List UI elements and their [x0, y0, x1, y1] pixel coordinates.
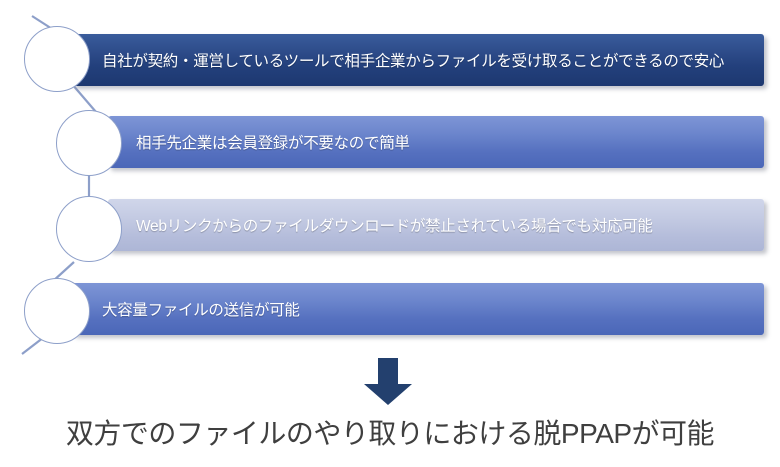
step-bar-1[interactable]: 自社が契約・運営しているツールで相手企業からファイルを受け取ることができるので安… — [72, 34, 764, 86]
step-circle-1[interactable] — [24, 26, 90, 92]
step-label-1: 自社が契約・運営しているツールで相手企業からファイルを受け取ることができるので安… — [102, 53, 725, 70]
step-label-2: 相手先企業は会員登録が不要なので簡単 — [136, 135, 410, 152]
down-arrow-shape — [364, 358, 412, 405]
step-circle-4[interactable] — [24, 278, 90, 344]
conclusion-text: 双方でのファイルのやり取りにおける脱PPAPが可能 — [65, 418, 715, 449]
step-circle-3[interactable] — [56, 196, 122, 262]
step-bar-4[interactable]: 大容量ファイルの送信が可能 — [72, 283, 764, 335]
step-bar-2[interactable]: 相手先企業は会員登録が不要なので簡単 — [108, 116, 764, 168]
down-arrow-icon — [364, 358, 412, 405]
step-bar-3[interactable]: Webリンクからのファイルダウンロードが禁止されている場合でも対応可能 — [108, 199, 764, 251]
connector-line-1-2 — [71, 83, 97, 113]
step-label-3: Webリンクからのファイルダウンロードが禁止されている場合でも対応可能 — [136, 218, 653, 235]
step-label-4: 大容量ファイルの送信が可能 — [102, 302, 300, 319]
step-circle-2[interactable] — [56, 110, 122, 176]
